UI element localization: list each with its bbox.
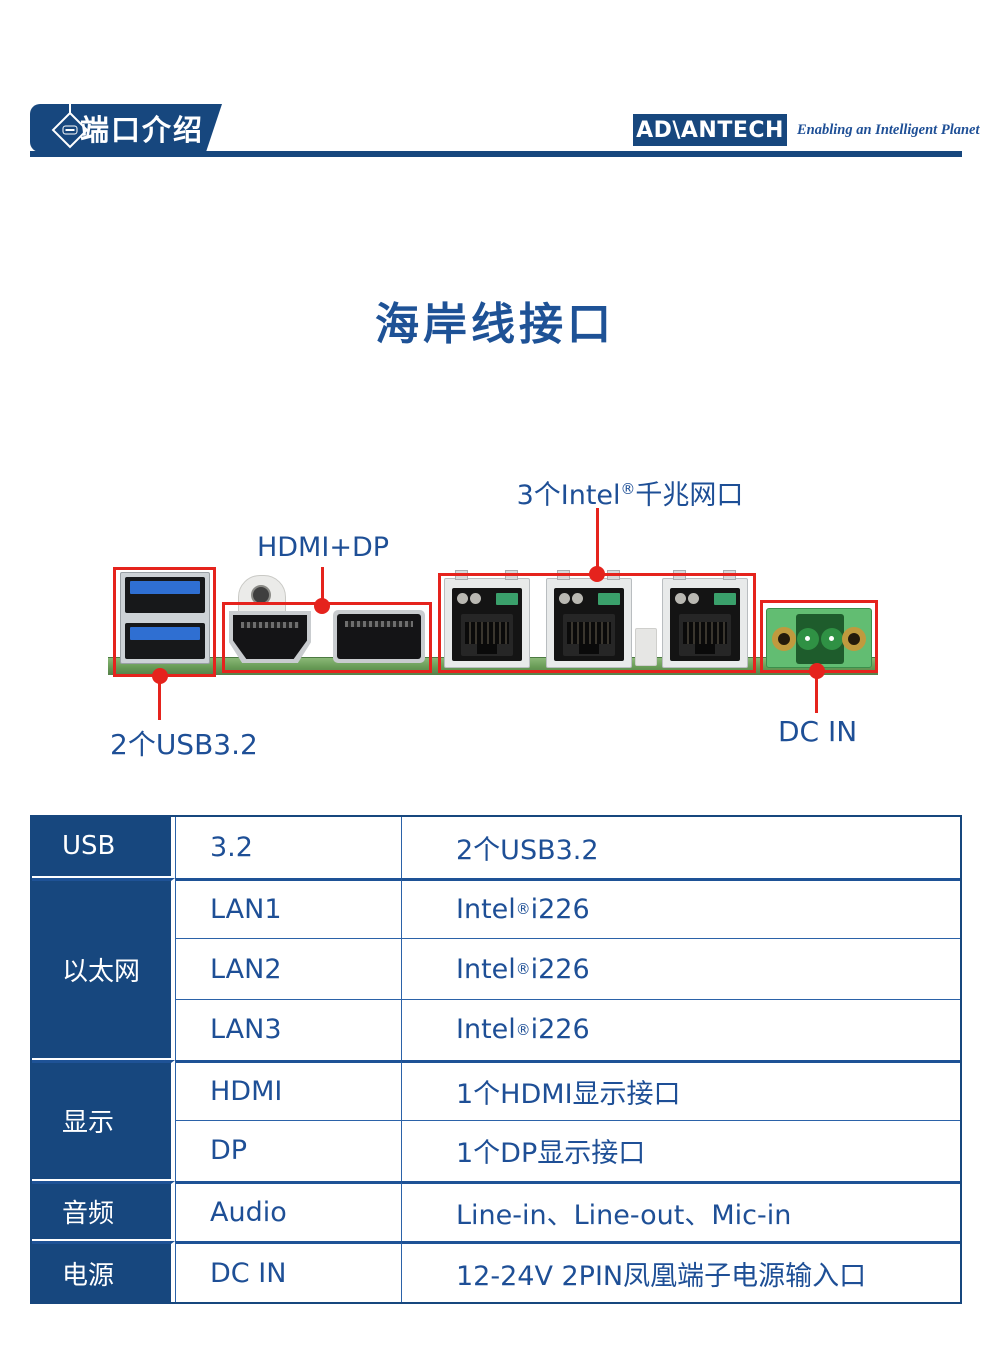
usb-port-bottom — [125, 623, 205, 659]
usb-annotation-dot — [152, 668, 168, 684]
ports-figure: 3个Intel®千兆网口 HDMI+DP 2个USB3.2 DC IN — [0, 460, 990, 770]
table-category-audio: 音频 — [32, 1180, 175, 1242]
lan-annotation-line — [596, 508, 599, 568]
usb-annotation-line — [158, 674, 161, 720]
lan-face — [670, 588, 740, 661]
dp-port-inner — [337, 614, 421, 659]
lan-led — [559, 593, 570, 604]
dc-in-phoenix-connector — [766, 608, 872, 668]
lan-led — [675, 593, 686, 604]
rj45-cavity — [461, 614, 513, 656]
table-desc-cell: 1个HDMI显示接口 — [401, 1059, 960, 1121]
usb-ports — [120, 572, 210, 664]
dc-in-annotation-box — [760, 600, 878, 673]
page-title: 海岸线接口 — [375, 299, 615, 350]
advantech-logo: AD\ANTECH — [633, 114, 787, 146]
table-desc-cell: 2个USB3.2 — [401, 817, 960, 878]
dp-pins — [345, 621, 413, 627]
hdmi-dp-annotation-dot — [314, 598, 330, 614]
usb-annotation-label: 2个USB3.2 — [110, 728, 258, 761]
header-divider — [30, 151, 962, 157]
lan-led — [572, 593, 583, 604]
spec-table: USB 以太网 显示 音频 电源 3.2 2个USB3.2 LAN1 Intel… — [30, 815, 962, 1304]
table-desc-cell: 1个DP显示接口 — [401, 1120, 960, 1181]
table-port-cell: DP — [175, 1120, 401, 1181]
lan-annotation-label: 3个Intel®千兆网口 — [516, 480, 744, 511]
phoenix-terminal — [821, 628, 843, 650]
rj45-notch — [695, 644, 715, 654]
table-desc-cell: Line-in、Line-out、Mic-in — [401, 1180, 960, 1242]
section-badge: 端口介绍 — [30, 104, 222, 152]
rj45-notch — [579, 644, 599, 654]
dp-port — [333, 610, 425, 663]
table-desc-cell: 12-24V 2PIN凤凰端子电源输入口 — [401, 1241, 960, 1302]
lan-green-led — [496, 593, 518, 605]
terminal-dot — [805, 636, 810, 641]
lan-led — [688, 593, 699, 604]
phoenix-screw — [842, 627, 866, 651]
usb-port-top — [125, 577, 205, 613]
usb-tongue — [130, 581, 200, 594]
table-port-cell: LAN1 — [175, 877, 401, 939]
lan-annotation-dot — [589, 566, 605, 582]
lan1-port — [444, 570, 530, 668]
rj45-pins — [683, 622, 727, 644]
lan-face — [554, 588, 624, 661]
table-port-cell: DC IN — [175, 1241, 401, 1302]
lan-green-led — [598, 593, 620, 605]
dc-in-annotation-dot — [809, 663, 825, 679]
hdmi-dp-annotation-label: HDMI+DP — [256, 532, 390, 563]
lan-led — [470, 593, 481, 604]
table-port-cell: HDMI — [175, 1059, 401, 1121]
usb-annotation-box — [113, 567, 216, 677]
lan3-port — [662, 570, 748, 668]
table-category-display: 显示 — [32, 1059, 175, 1181]
port-glyph-pins — [66, 129, 75, 131]
lan-led — [457, 593, 468, 604]
hdmi-pins — [241, 622, 299, 628]
table-category-power: 电源 — [32, 1241, 175, 1302]
table-port-cell: 3.2 — [175, 817, 401, 878]
phoenix-recess — [796, 614, 844, 664]
hdmi-port-inner — [233, 615, 307, 659]
terminal-dot — [829, 636, 834, 641]
table-category-ethernet: 以太网 — [32, 877, 175, 1060]
section-badge-label: 端口介绍 — [80, 113, 205, 147]
rj45-pins — [567, 622, 611, 644]
hdmi-dp-annotation-box — [222, 602, 432, 673]
rj45-pins — [465, 622, 509, 644]
rj45-cavity — [679, 614, 731, 656]
dc-in-annotation-label: DC IN — [778, 715, 858, 748]
lan-annotation-box — [438, 573, 756, 673]
led-light-pipe — [635, 628, 657, 666]
phoenix-screw — [772, 627, 796, 651]
table-port-cell: Audio — [175, 1180, 401, 1242]
hdmi-port — [229, 611, 311, 663]
advantech-tagline: Enabling an Intelligent Planet — [797, 121, 980, 138]
lan2-port — [546, 570, 632, 668]
dc-in-annotation-line — [815, 669, 818, 713]
table-port-cell: LAN2 — [175, 938, 401, 999]
table-desc-cell: Intel®i226 — [401, 877, 960, 939]
advantech-logo-text: AD\ANTECH — [636, 117, 784, 143]
lan-green-led — [714, 593, 736, 605]
rj45-cavity — [563, 614, 615, 656]
rj45-notch — [477, 644, 497, 654]
table-category-usb: USB — [32, 817, 175, 878]
lan-face — [452, 588, 522, 661]
hdmi-dp-annotation-line — [321, 567, 324, 601]
usb-tongue — [130, 627, 200, 640]
phoenix-terminal — [797, 628, 819, 650]
badge-stem — [69, 104, 71, 113]
table-desc-cell: Intel®i226 — [401, 998, 960, 1060]
table-desc-cell: Intel®i226 — [401, 938, 960, 999]
table-port-cell: LAN3 — [175, 998, 401, 1060]
